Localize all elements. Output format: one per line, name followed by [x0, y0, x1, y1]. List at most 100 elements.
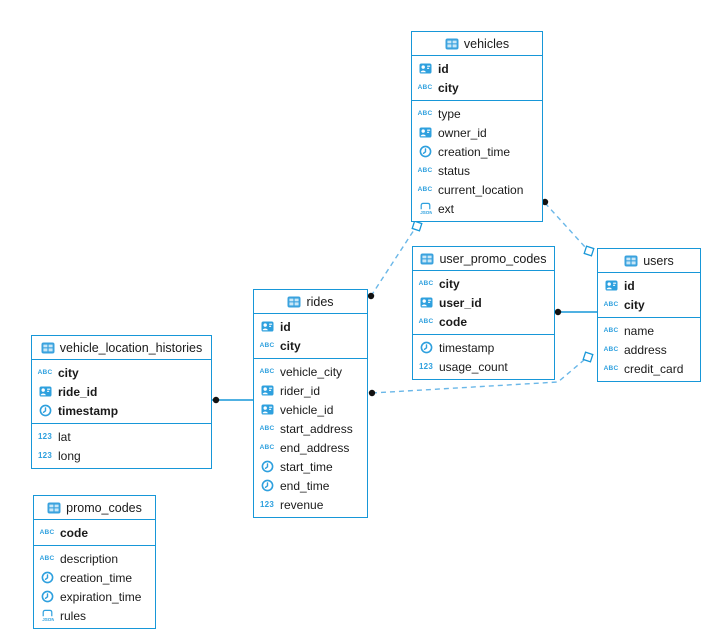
- field-row-timestamp: timestamp: [32, 401, 211, 420]
- field-label: start_time: [280, 459, 333, 474]
- field-label: city: [624, 297, 645, 312]
- relation-square-endpoint: [411, 220, 423, 232]
- field-row-vehicle_id: vehicle_id: [254, 400, 367, 419]
- abc-icon: ABC: [259, 444, 275, 451]
- table-icon: [287, 296, 301, 308]
- field-label: city: [439, 276, 460, 291]
- relation-dot-endpoint: [367, 292, 375, 300]
- field-row-creation_time: creation_time: [412, 142, 542, 161]
- table-header[interactable]: vehicle_location_histories: [32, 336, 211, 360]
- abc-icon: ABC: [39, 555, 55, 562]
- field-row-creation_time: creation_time: [34, 568, 155, 587]
- field-label: timestamp: [439, 340, 495, 355]
- field-row-lat: 123 lat: [32, 427, 211, 446]
- abc-icon: ABC: [37, 369, 53, 376]
- json-icon: JSON: [417, 202, 433, 215]
- field-label: owner_id: [438, 125, 487, 140]
- field-label: id: [624, 278, 635, 293]
- abc-icon: ABC: [603, 365, 619, 372]
- relation-line[interactable]: [544, 202, 586, 248]
- table-header[interactable]: promo_codes: [34, 496, 155, 520]
- clock-icon: [418, 341, 434, 354]
- field-label: start_address: [280, 421, 353, 436]
- abc-icon: ABC: [417, 110, 433, 117]
- field-label: city: [280, 338, 301, 353]
- field-label: credit_card: [624, 361, 684, 376]
- table-icon: [47, 502, 61, 514]
- abc-icon: ABC: [417, 84, 433, 91]
- field-label: name: [624, 323, 655, 338]
- field-row-expiration_time: expiration_time: [34, 587, 155, 606]
- table-header[interactable]: users: [598, 249, 700, 273]
- field-label: lat: [58, 429, 71, 444]
- field-row-ride_id: ride_id: [32, 382, 211, 401]
- abc-icon: ABC: [603, 346, 619, 353]
- id-badge-icon: [417, 127, 433, 138]
- field-row-start_address: ABC start_address: [254, 419, 367, 438]
- id-badge-icon: [417, 63, 433, 74]
- field-label: creation_time: [438, 144, 511, 159]
- field-label: address: [624, 342, 667, 357]
- table-title: user_promo_codes: [439, 251, 547, 266]
- field-row-end_time: end_time: [254, 476, 367, 495]
- field-row-id: id: [598, 276, 700, 295]
- table-header[interactable]: rides: [254, 290, 367, 314]
- relation-vehicle_location_histories-rides[interactable]: [212, 396, 253, 404]
- id-badge-icon: [37, 386, 53, 397]
- clock-icon: [259, 460, 275, 473]
- field-label: vehicle_city: [280, 364, 343, 379]
- id-badge-icon: [259, 404, 275, 415]
- table-title: promo_codes: [66, 500, 142, 515]
- field-label: id: [280, 319, 291, 334]
- field-row-timestamp: timestamp: [413, 338, 554, 357]
- abc-icon: ABC: [259, 342, 275, 349]
- table-title: users: [643, 253, 674, 268]
- number-icon: 123: [38, 432, 52, 441]
- id-badge-icon: [259, 385, 275, 396]
- table-header[interactable]: user_promo_codes: [413, 247, 554, 271]
- table-title: vehicles: [463, 36, 510, 51]
- field-row-start_time: start_time: [254, 457, 367, 476]
- table-icon: [624, 255, 638, 267]
- field-label: end_time: [280, 478, 330, 493]
- field-row-city: ABC city: [254, 336, 367, 355]
- svg-text:JSON: JSON: [42, 617, 54, 622]
- field-label: status: [438, 163, 471, 178]
- field-row-credit_card: ABC credit_card: [598, 359, 700, 378]
- json-icon: JSON: [39, 609, 55, 622]
- relation-user_promo_codes-users[interactable]: [554, 308, 597, 316]
- id-badge-icon: [603, 280, 619, 291]
- relation-line[interactable]: [370, 229, 415, 297]
- id-badge-icon: [418, 297, 434, 308]
- abc-icon: ABC: [259, 425, 275, 432]
- field-row-id: id: [254, 317, 367, 336]
- table-header[interactable]: vehicles: [412, 32, 542, 56]
- clock-icon: [39, 571, 55, 584]
- clock-icon: [39, 590, 55, 603]
